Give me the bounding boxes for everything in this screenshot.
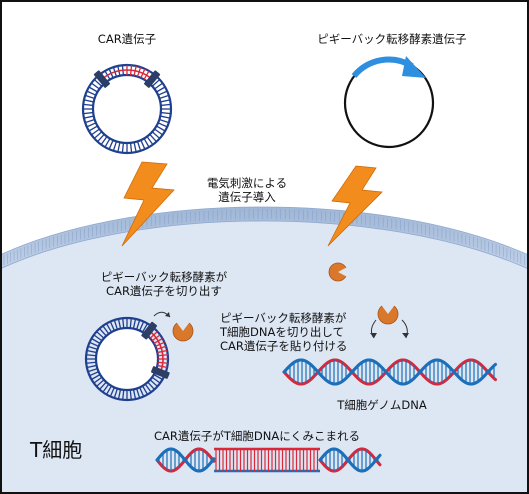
transposase-enzyme-icon [172, 319, 194, 342]
integrated-dna-helix [155, 447, 382, 473]
t-cell-label: T細胞 [30, 438, 83, 462]
t-cell-genome-dna-helix [282, 358, 497, 386]
piggyback-plasmid [343, 56, 435, 149]
piggyback-plasmid-label: ピギーバック転移酵素遺伝子 [317, 32, 467, 46]
lightning-left-icon [121, 161, 175, 247]
integrated-label: CAR遺伝子がT細胞DNAにくみこまれる [154, 429, 360, 443]
insert-label: ピギーバック転移酵素が T細胞DNAを切り出して CAR遺伝子を貼り付ける [220, 311, 348, 353]
arrowhead-icon [402, 56, 426, 78]
genome-label: T細胞ゲノムDNA [337, 398, 427, 412]
transposon-end-icon [141, 321, 158, 340]
transposase-enzyme-icon [328, 262, 351, 282]
electroporation-label: 電気刺激による 遺伝子導入 [206, 176, 288, 204]
car-plasmid [81, 63, 173, 155]
transposase-enzyme-icon [377, 302, 399, 325]
excise-label: ピギーバック転移酵素が CAR遺伝子を切り出す [100, 270, 228, 298]
car-plasmid-in-cell [84, 316, 170, 402]
t-cell-body [2, 207, 527, 492]
transposon-end-icon [144, 70, 161, 88]
car-plasmid-label: CAR遺伝子 [97, 32, 157, 46]
lightning-right-icon [327, 165, 383, 247]
transposon-end-icon [93, 70, 110, 88]
transposon-end-icon [151, 366, 170, 379]
